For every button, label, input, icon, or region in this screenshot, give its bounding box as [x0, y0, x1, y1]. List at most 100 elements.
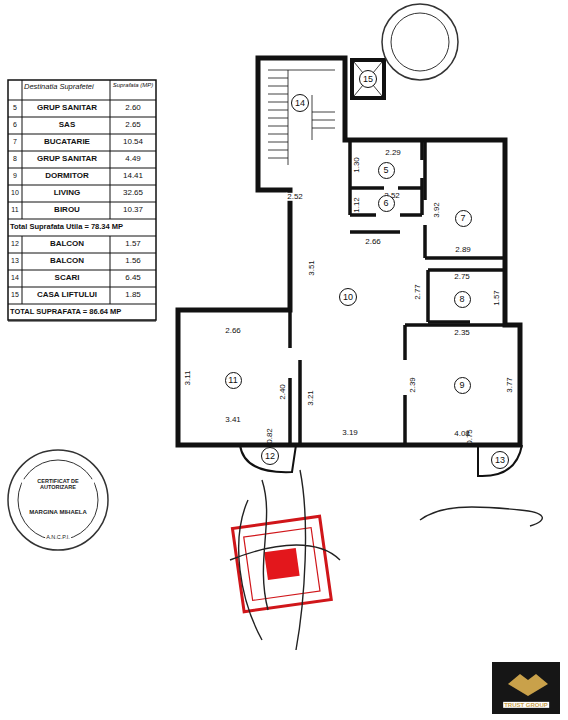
table-cell: 6 — [9, 121, 21, 128]
dimension: 3.41 — [224, 416, 242, 424]
table-cell: 12 — [9, 240, 21, 247]
table-cell: 1.57 — [112, 240, 154, 248]
room-number-text: 6 — [383, 198, 388, 208]
room-number-text: 9 — [459, 380, 464, 390]
room-number-text: 12 — [265, 451, 275, 461]
table-cell: SAS — [26, 121, 108, 129]
table-cell: 2.66 — [364, 238, 382, 246]
table-cell: 15 — [9, 291, 21, 298]
table-cell: 6.45 — [112, 274, 154, 282]
room-number-text: 14 — [295, 98, 305, 108]
table-cell: DORMITOR — [26, 172, 108, 180]
room-number: 5 — [378, 162, 395, 179]
table-cell: 2.75 — [453, 273, 471, 281]
table-cell: GRUP SANITAR — [26, 155, 108, 163]
dimension: 3.11 — [184, 371, 192, 386]
table-cell: 5 — [9, 104, 21, 111]
table-cell: Total Suprafata Utila = 78.34 MP — [10, 223, 154, 231]
table-cell: 1.30 — [353, 157, 361, 173]
room-number: 8 — [454, 291, 471, 308]
table-cell: 4.49 — [112, 155, 154, 163]
dimension: 2.66 — [224, 327, 242, 335]
room-number-text: 5 — [383, 165, 388, 175]
table-cell: 14 — [9, 274, 21, 281]
table-cell: 8 — [9, 155, 21, 162]
table-cell: BALCON — [26, 257, 108, 265]
table-cell: BUCATARIE — [26, 138, 108, 146]
table-cell: 11 — [9, 206, 21, 213]
table-cell: LIVING — [26, 189, 108, 197]
wall — [428, 270, 505, 322]
lift-shaft — [352, 60, 384, 98]
table-cell: 3.92 — [433, 202, 441, 218]
room-number: 6 — [378, 195, 395, 212]
wall — [350, 140, 422, 215]
logo-mark — [508, 674, 548, 696]
wall — [405, 325, 520, 445]
dimension: 2.39 — [409, 377, 417, 393]
room-number-text: 7 — [460, 213, 465, 223]
dimension: 2.40 — [279, 384, 287, 400]
table-cell: CASA LIFTULUI — [26, 291, 108, 299]
dimension: 2.35 — [453, 329, 471, 337]
table-cell: 32.65 — [112, 189, 154, 197]
table-cell: 14.41 — [112, 172, 154, 180]
dimension: 0.82 — [266, 428, 274, 444]
dimension: 0.75 — [466, 429, 474, 445]
table-cell: 3.51 — [308, 260, 316, 276]
table-cell: 2.52 — [286, 193, 304, 201]
table-cell: 1.85 — [112, 291, 154, 299]
room-number: 13 — [491, 451, 509, 469]
room-number-text: 13 — [495, 455, 505, 465]
table-cell: 2.60 — [112, 104, 154, 112]
table-cell: 10.37 — [112, 206, 154, 214]
wall — [350, 140, 505, 258]
table-cell: 2.65 — [112, 121, 154, 129]
stamp — [382, 4, 458, 80]
balcony-13 — [478, 445, 522, 476]
table-cell: 1.56 — [112, 257, 154, 265]
room-number: 7 — [455, 210, 472, 227]
table-cell: 10 — [9, 189, 21, 196]
stamp — [8, 450, 108, 550]
room-number: 14 — [291, 94, 309, 112]
room-number-text: 11 — [228, 375, 237, 385]
table-cell: 7 — [9, 138, 21, 145]
table-cell: 2.77 — [414, 284, 422, 300]
table-cell: TOTAL SUPRAFATA = 86.64 MP — [10, 308, 154, 316]
room-number: 12 — [261, 447, 279, 465]
table-cell: BALCON — [26, 240, 108, 248]
room-number-text: 15 — [363, 74, 373, 84]
room-number: 11 — [225, 372, 242, 389]
dimension: 3.77 — [506, 377, 514, 393]
table-cell: 10.54 — [112, 138, 154, 146]
dimension: TRUST GROUP — [503, 702, 549, 708]
dimension: 3.21 — [307, 390, 315, 406]
room-number: 9 — [454, 377, 471, 394]
signature — [230, 470, 340, 650]
outer-wall — [178, 58, 520, 445]
dimension: CERTIFICAT DE AUTORIZARE — [22, 479, 94, 491]
stamp — [18, 460, 98, 540]
dimension: A.N.C.P.I. — [45, 535, 71, 541]
table-cell: SCARI — [26, 274, 108, 282]
room-number: 15 — [359, 70, 377, 88]
table-cell: 9 — [9, 172, 21, 179]
room-number: 10 — [339, 288, 357, 306]
wall — [290, 310, 300, 445]
red-stamp — [232, 516, 331, 611]
dimension: MARGINA MIHAELA — [28, 509, 87, 515]
table-cell: GRUP SANITAR — [26, 104, 108, 112]
dimension: 1.57 — [493, 290, 501, 306]
table-cell: BIROU — [26, 206, 108, 214]
stamp — [391, 13, 449, 71]
logo-box — [492, 662, 560, 714]
stair-steps — [268, 70, 335, 165]
dimension: 3.19 — [341, 429, 359, 437]
table-cell: Destinatia Suprafetei — [24, 83, 108, 91]
signature — [420, 507, 542, 526]
room-number-text: 10 — [343, 292, 353, 302]
table-cell: 1.12 — [353, 197, 361, 213]
room-number-text: 8 — [459, 294, 464, 304]
table-cell: 2.89 — [454, 246, 472, 254]
